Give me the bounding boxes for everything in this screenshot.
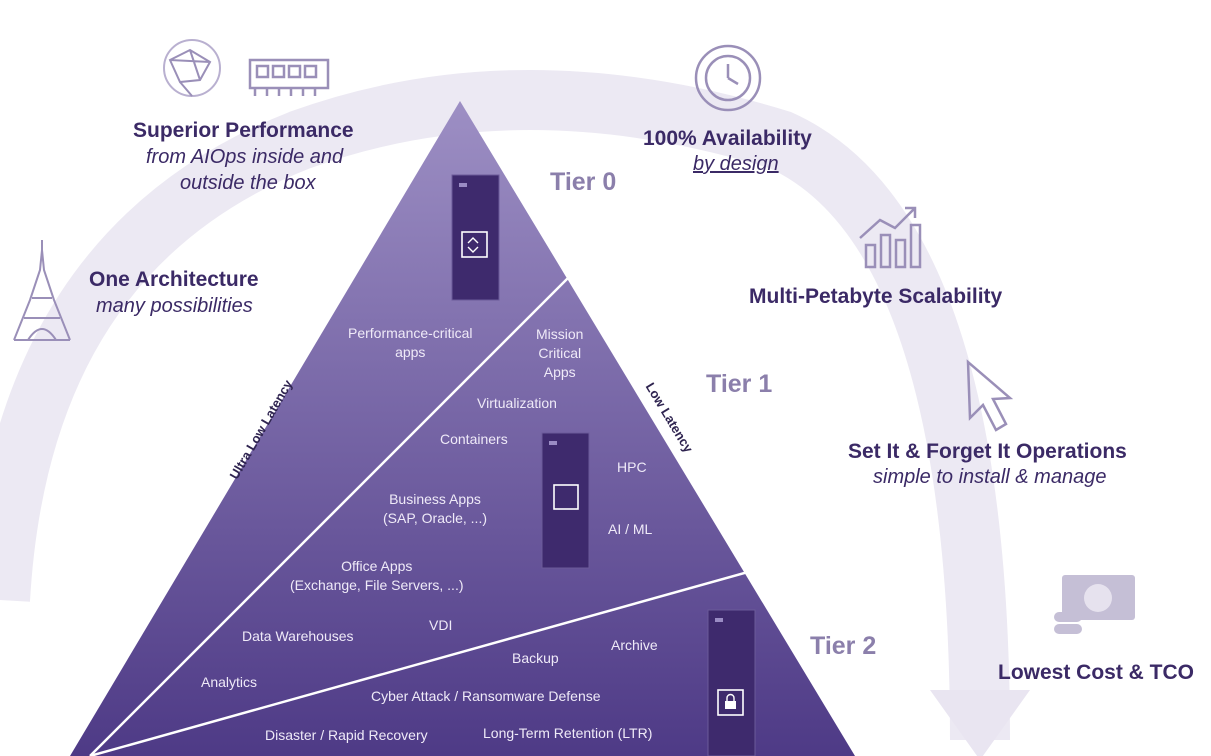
cost-title: Lowest Cost & TCO (998, 661, 1195, 684)
cyber-defense-label: Cyber Attack / Ransomware Defense (371, 688, 601, 704)
performance-critical-line1: Performance-critical (348, 325, 473, 341)
performance-critical-label: Performance-critical apps (348, 324, 472, 362)
brain-network-icon (163, 39, 221, 97)
tier-divider-2 (89, 563, 774, 756)
performance-title: Superior Performance (133, 119, 354, 142)
business-apps-label: Business Apps (SAP, Oracle, ...) (383, 490, 487, 528)
analytics-label: Analytics (201, 674, 258, 690)
office-apps-line1: Office Apps (341, 558, 413, 574)
data-warehouses-label: Data Warehouses (242, 628, 354, 644)
disaster-recovery-label: Disaster / Rapid Recovery (265, 727, 428, 743)
architecture-title: One Architecture (89, 268, 259, 291)
storage-tower-tier1-icon (541, 432, 590, 569)
virtualization-label: Virtualization (477, 395, 557, 411)
backup-label: Backup (512, 650, 559, 666)
clock-refresh-icon (694, 44, 762, 112)
mission-critical-label: Mission Critical Apps (536, 325, 583, 382)
eiffel-tower-icon (13, 240, 71, 341)
growth-chart-icon (859, 206, 922, 269)
office-apps-line2: (Exchange, File Servers, ...) (290, 577, 464, 593)
operations-subtitle: simple to install & manage (873, 466, 1107, 488)
performance-critical-line2: apps (395, 344, 426, 360)
money-icon (1054, 575, 1135, 634)
availability-subtitle: by design (693, 153, 779, 175)
storage-tower-tier2-icon (707, 609, 756, 756)
mission-critical-line1: Mission (536, 326, 584, 342)
performance-subtitle-line2: outside the box (180, 172, 316, 194)
vdi-label: VDI (429, 617, 453, 633)
tier-1-label: Tier 1 (706, 370, 773, 398)
memory-chip-icon (248, 58, 330, 96)
operations-title: Set It & Forget It Operations (848, 440, 1127, 463)
tier-2-label: Tier 2 (810, 632, 877, 660)
tier-divider-1 (89, 269, 577, 756)
performance-subtitle-line1: from AIOps inside and (146, 146, 344, 168)
mission-critical-line3: Apps (543, 364, 576, 380)
architecture-subtitle: many possibilities (96, 295, 253, 317)
cursor-arrow-icon (966, 359, 1014, 432)
office-apps-label: Office Apps (Exchange, File Servers, ...… (290, 557, 464, 595)
ai-ml-label: AI / ML (608, 521, 653, 537)
archive-label: Archive (611, 637, 658, 653)
business-apps-line2: (SAP, Oracle, ...) (383, 510, 487, 526)
business-apps-line1: Business Apps (389, 491, 481, 507)
hpc-label: HPC (617, 459, 647, 475)
storage-tower-tier0-icon (451, 174, 500, 301)
pyramid (70, 101, 855, 756)
background-arc (0, 70, 1010, 741)
containers-label: Containers (440, 431, 508, 447)
availability-title: 100% Availability (643, 127, 812, 150)
tier-0-label: Tier 0 (550, 168, 617, 196)
scalability-title: Multi-Petabyte Scalability (749, 285, 1003, 308)
long-term-retention-label: Long-Term Retention (LTR) (483, 725, 653, 741)
mission-critical-line2: Critical (538, 345, 582, 361)
background-arrowhead (930, 690, 1030, 756)
